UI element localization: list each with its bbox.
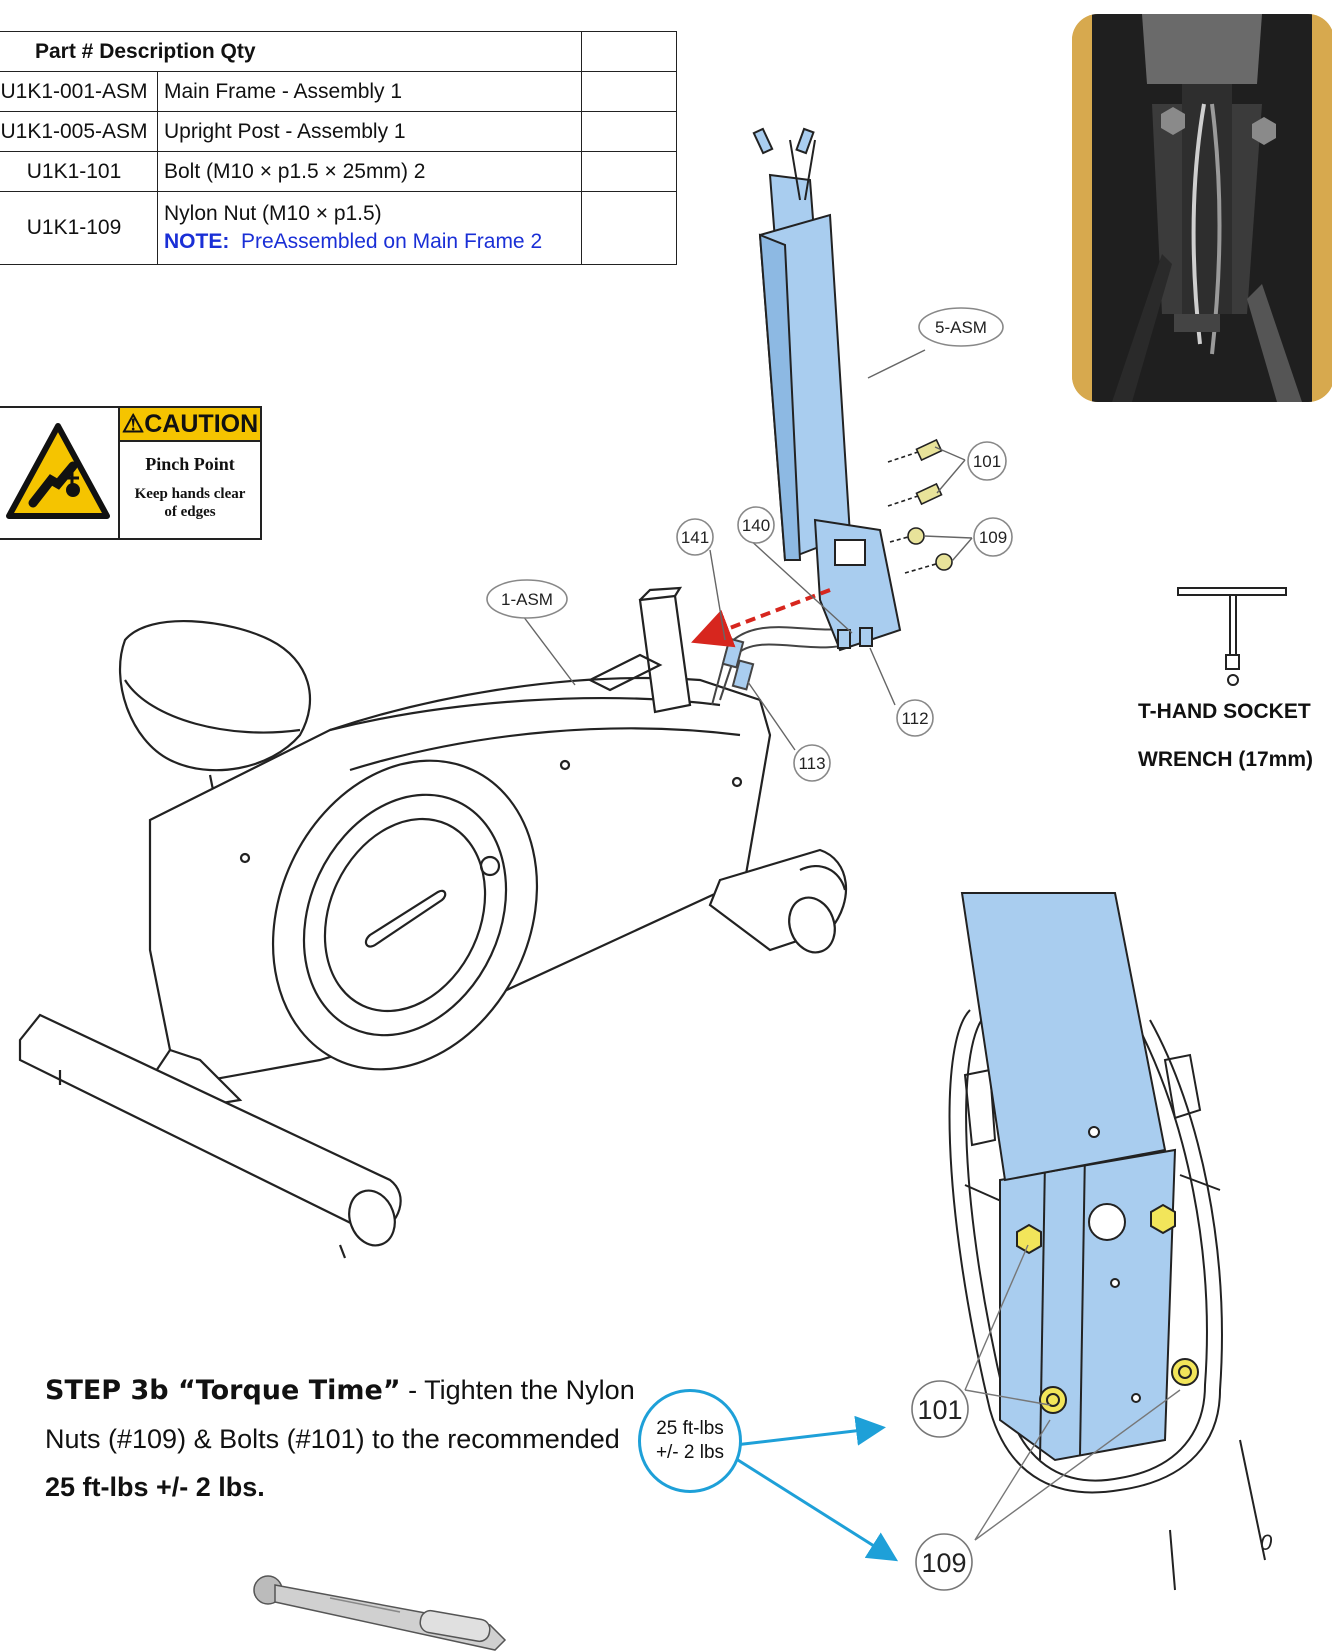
torque-spec-line-2: +/- 2 lbs: [655, 1442, 725, 1463]
callout-112: [896, 699, 934, 737]
upright-post: [752, 127, 902, 652]
parts-table-header-cell: Part # Description Qty: [0, 31, 582, 72]
part-description: Bolt (M10 × p1.5 × 25mm) 2: [157, 151, 582, 192]
note-text: PreAssembled on Main Frame 2: [241, 230, 543, 253]
note-label: NOTE:: [164, 230, 230, 253]
detail-callout-101-label: 101: [917, 1395, 962, 1425]
callout-109: [973, 517, 1013, 557]
caution-line-1: Keep hands clear: [134, 486, 246, 502]
detail-callout-109-label: 109: [921, 1548, 966, 1578]
callout-5-asm-label: 5-ASM: [935, 318, 987, 337]
callout-140: [737, 506, 775, 544]
detail-view: [948, 1009, 1266, 1591]
callout-5-asm: [918, 307, 1004, 347]
part-number: U1K1-101: [0, 151, 158, 192]
caution-heading: ⚠CAUTION: [120, 408, 260, 442]
bike-frame: [18, 586, 848, 1259]
parts-table-header: Part # Description Qty: [0, 31, 677, 72]
insertion-arrow: [691, 588, 831, 648]
caution-title: Pinch Point: [145, 454, 235, 474]
step-torque-value: 25 ft-lbs +/- 2 lbs.: [45, 1472, 265, 1502]
part-description: Nylon Nut (M10 × p1.5): [164, 202, 382, 225]
callout-109-label: 109: [979, 528, 1007, 547]
part-description: Upright Post - Assembly 1: [157, 111, 582, 152]
detail-post: [960, 892, 1199, 1462]
callout-113: [793, 744, 831, 782]
callout-101-label: 101: [973, 452, 1001, 471]
torque-arrows: [729, 1415, 899, 1562]
tool-label-line-1: T-HAND SOCKET: [1138, 700, 1311, 723]
hardware-101-109: [887, 438, 953, 574]
svg-text:0: 0: [1260, 1530, 1273, 1555]
callout-1-asm-label: 1-ASM: [501, 590, 553, 609]
part-number: U1K1-001-ASM: [0, 71, 158, 112]
torque-wrench-icon: [253, 1575, 507, 1651]
torque-spec-line-1: 25 ft-lbs: [656, 1418, 724, 1439]
table-row: U1K1-001-ASM Main Frame - Assembly 1: [0, 71, 677, 112]
pinch-point-warning-icon: [0, 408, 120, 538]
table-row: U1K1-005-ASM Upright Post - Assembly 1: [0, 111, 677, 152]
callout-141-label: 141: [681, 528, 709, 547]
detail-callout-101: [911, 1380, 969, 1438]
callout-bubbles: [486, 307, 1013, 782]
caution-label: ⚠CAUTION Pinch Point Keep hands clear of…: [0, 406, 262, 540]
callout-101: [967, 441, 1007, 481]
callout-113-label: 113: [798, 754, 825, 773]
callout-1-asm: [486, 579, 568, 619]
detail-callout-109: [915, 1533, 973, 1591]
table-row: U1K1-101 Bolt (M10 × p1.5 × 25mm) 2: [0, 151, 677, 192]
part-number: U1K1-005-ASM: [0, 111, 158, 152]
callout-141: [676, 518, 714, 556]
upright-mount-photo: [1072, 14, 1332, 402]
tool-label-line-2: WRENCH (17mm): [1138, 748, 1314, 771]
caution-line-2: of edges: [164, 504, 216, 520]
callout-140-label: 140: [742, 516, 770, 535]
step-heading: STEP 3b “Torque Time”: [45, 1375, 401, 1406]
part-number: U1K1-109: [0, 191, 158, 265]
t-hand-wrench-icon: [1177, 587, 1287, 686]
callout-112-label: 112: [901, 709, 928, 728]
step-body: - Tighten the Nylon Nuts (#109) & Bolts …: [45, 1375, 635, 1454]
assembly-note: NOTE: PreAssembled on Main Frame 2: [164, 230, 581, 254]
parts-table: Part # Description Qty U1K1-001-ASM Main…: [0, 31, 677, 265]
part-description-cell: Nylon Nut (M10 × p1.5) NOTE: PreAssemble…: [157, 191, 582, 265]
torque-spec-bubble: 25 ft-lbs +/- 2 lbs: [638, 1389, 742, 1493]
table-row: U1K1-109 Nylon Nut (M10 × p1.5) NOTE: Pr…: [0, 191, 677, 265]
step-instruction: STEP 3b “Torque Time” - Tighten the Nylo…: [45, 1366, 645, 1511]
